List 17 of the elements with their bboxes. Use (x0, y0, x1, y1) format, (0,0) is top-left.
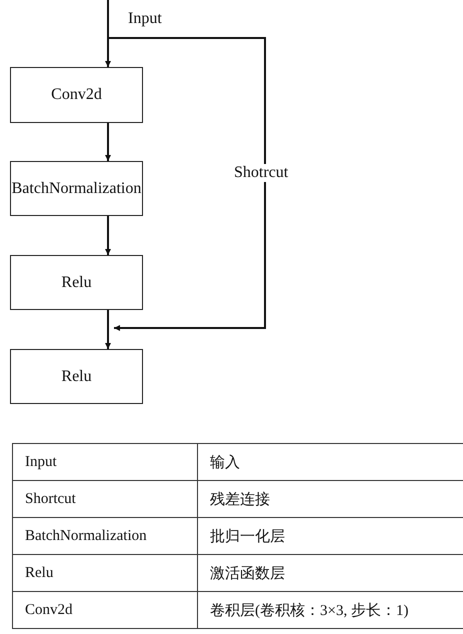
table-cell: 输入 (198, 444, 463, 480)
arrow (105, 328, 111, 349)
table-cell: BatchNormalization (12, 518, 198, 554)
arrow (105, 216, 111, 255)
process-box: Conv2d (10, 67, 143, 123)
arrow (105, 0, 111, 67)
process-box: Relu (10, 349, 143, 404)
process-box: Relu (10, 255, 143, 310)
table-cell: Shortcut (12, 480, 198, 518)
arrow (108, 37, 266, 331)
process-box: BatchNormalization (10, 161, 143, 216)
arrow (105, 123, 111, 161)
table-cell: Relu (12, 554, 198, 592)
edge-label: Input (126, 10, 164, 28)
table-cell: Input (12, 444, 198, 480)
edge-label: Shotrcut (232, 164, 290, 182)
table-cell: Conv2d (12, 592, 198, 628)
